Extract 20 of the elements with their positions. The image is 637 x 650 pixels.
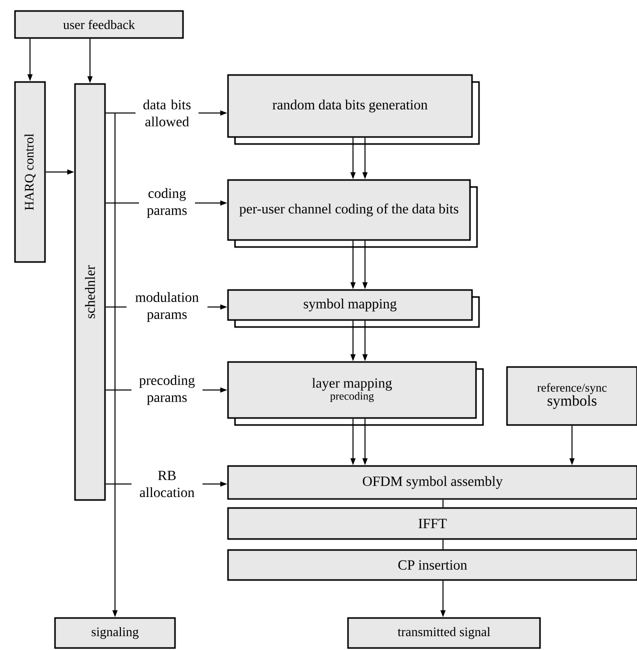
process-box: CP insertion [227, 549, 637, 581]
output-box: transmitted signal [347, 617, 541, 649]
output-box: signaling [54, 617, 176, 649]
input-box: reference/sync symbols [506, 366, 637, 426]
process-box: per-user channel coding of the data bits [227, 179, 478, 248]
process-box: random data bits generation [227, 74, 480, 145]
edge-label: data bits allowed [136, 99, 198, 127]
edge-label: modulation params [126, 292, 208, 322]
connector-line [442, 539, 444, 550]
process-box: IFFT [227, 507, 637, 540]
edge-label: RB allocation [132, 470, 202, 498]
process-box: OFDM symbol assembly [227, 465, 637, 500]
process-box: symbol mapping [227, 289, 480, 328]
edge-label: precoding params [132, 374, 202, 406]
control-box: HARQ control [14, 81, 46, 263]
edge-label: coding params [139, 188, 195, 218]
process-box: layer mapping precoding [227, 361, 484, 426]
scheduler-box: schednler [74, 83, 106, 501]
input-box: user feedback [14, 10, 184, 39]
connector-line [442, 499, 444, 508]
